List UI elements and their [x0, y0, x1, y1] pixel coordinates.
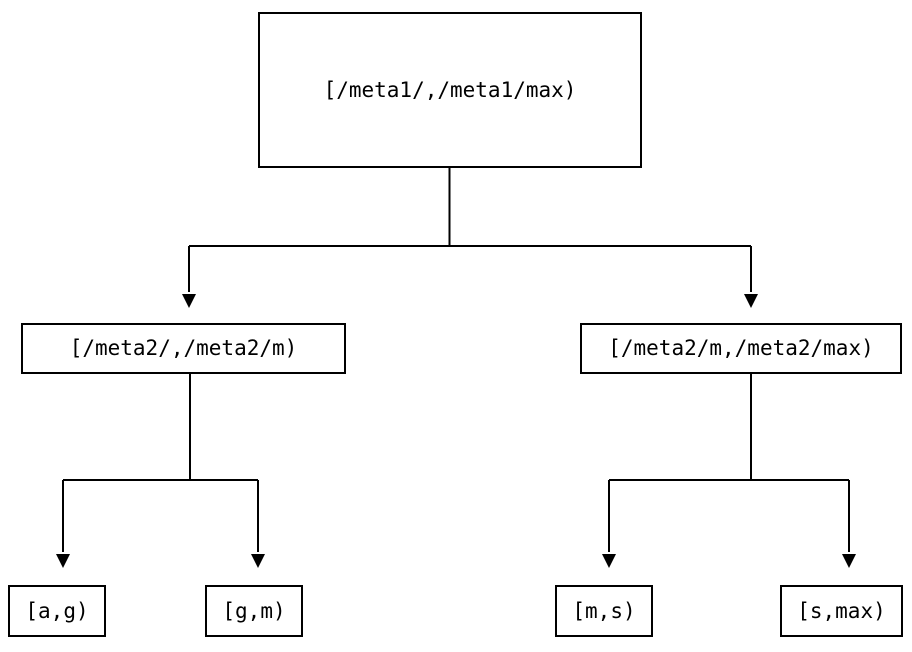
tree-node-leaf-1-label: [a,g) [25, 598, 89, 623]
tree-node-leaf-2[interactable]: [g,m) [205, 585, 303, 637]
tree-node-root-label: [/meta1/,/meta1/max) [323, 77, 577, 102]
edge-root-to-mid [182, 168, 758, 308]
edge-mid-left-to-leaves [56, 374, 265, 568]
tree-node-leaf-2-label: [g,m) [222, 598, 286, 623]
tree-node-mid-left-label: [/meta2/,/meta2/m) [69, 336, 298, 360]
arrowhead-to-leaf-1 [56, 554, 70, 568]
edge-mid-right-to-leaves [602, 374, 856, 568]
arrowhead-to-mid-left [182, 294, 196, 308]
tree-node-leaf-1[interactable]: [a,g) [8, 585, 106, 637]
tree-node-leaf-4-label: [s,max) [797, 598, 886, 623]
arrowhead-to-leaf-3 [602, 554, 616, 568]
arrowhead-to-mid-right [744, 294, 758, 308]
arrowhead-to-leaf-2 [251, 554, 265, 568]
tree-node-mid-right-label: [/meta2/m,/meta2/max) [608, 336, 874, 360]
tree-node-root[interactable]: [/meta1/,/meta1/max) [258, 12, 642, 168]
tree-node-leaf-3-label: [m,s) [572, 598, 636, 623]
tree-node-mid-right[interactable]: [/meta2/m,/meta2/max) [580, 323, 902, 374]
tree-node-leaf-3[interactable]: [m,s) [555, 585, 653, 637]
tree-node-leaf-4[interactable]: [s,max) [780, 585, 903, 637]
arrowhead-to-leaf-4 [842, 554, 856, 568]
tree-node-mid-left[interactable]: [/meta2/,/meta2/m) [21, 323, 346, 374]
